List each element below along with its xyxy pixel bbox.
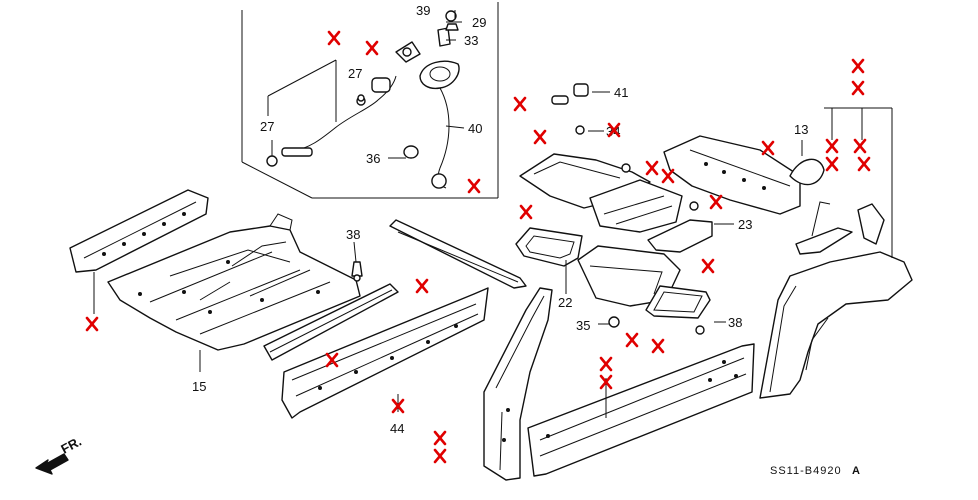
callout-36: 36 (366, 151, 380, 166)
callout-39: 39 (416, 3, 430, 18)
callout-44: 44 (390, 421, 404, 436)
x-mark (599, 374, 613, 390)
x-mark (433, 430, 447, 446)
rocker-panel-right (527, 343, 755, 477)
x-mark (415, 278, 429, 294)
roof-rail (389, 219, 527, 289)
x-mark (599, 356, 613, 372)
x-mark (651, 338, 665, 354)
x-mark (327, 30, 341, 46)
callout-35: 35 (576, 318, 590, 333)
center-pillar (483, 287, 553, 481)
x-mark (467, 178, 481, 194)
x-mark (645, 160, 659, 176)
spare-tire-well (577, 245, 681, 307)
rear-bracket (647, 219, 713, 253)
x-mark (365, 40, 379, 56)
front-direction-arrow: FR. (35, 434, 84, 475)
x-mark (709, 194, 723, 210)
inner-sill (263, 283, 399, 361)
rear-floor-pan (589, 179, 683, 233)
x-mark (533, 129, 547, 145)
callout-40: 40 (468, 121, 482, 136)
x-mark (761, 140, 775, 156)
x-mark (851, 58, 865, 74)
x-mark (661, 168, 675, 184)
fuel-filler-door (403, 60, 460, 189)
spare-tire-well-ring (645, 285, 711, 319)
redaction-marks (85, 30, 871, 464)
quarter-bracket-b (857, 203, 885, 245)
quarter-bracket-a (795, 201, 853, 255)
rear-panel-upper (663, 135, 801, 215)
side-sill-left (69, 189, 209, 273)
callout-33: 33 (464, 33, 478, 48)
fuel-lid-opener (395, 10, 459, 63)
diagram-code: SS11-B4920 (770, 465, 842, 477)
x-mark (857, 156, 871, 172)
callout-27-upper: 27 (348, 66, 362, 81)
callout-15: 15 (192, 379, 206, 394)
x-mark (853, 138, 867, 154)
x-mark (519, 204, 533, 220)
rear-quarter-panel (759, 251, 913, 399)
x-mark (325, 352, 339, 368)
front-floor (107, 213, 361, 351)
x-mark (391, 398, 405, 414)
x-mark (513, 96, 527, 112)
x-mark (607, 122, 621, 138)
callout-22: 22 (558, 295, 572, 310)
diagram-code-suffix: A (852, 465, 861, 477)
callout-13: 13 (794, 122, 808, 137)
callouts: 39 29 33 27 27 36 40 41 34 13 23 38 22 3… (192, 3, 808, 436)
fasteners (351, 83, 705, 335)
spare-tire-well-frame (515, 227, 583, 267)
rocker-panel-left (281, 287, 489, 419)
x-mark (433, 448, 447, 464)
front-label: FR. (58, 434, 84, 457)
callout-23: 23 (738, 217, 752, 232)
callout-38-left: 38 (346, 227, 360, 242)
inset-border (241, 2, 499, 199)
x-mark (825, 138, 839, 154)
callout-41: 41 (614, 85, 628, 100)
x-mark (625, 332, 639, 348)
leader-lines (93, 10, 893, 418)
callout-29: 29 (472, 15, 486, 30)
x-mark (825, 156, 839, 172)
quarter-cap (789, 158, 825, 186)
x-mark (701, 258, 715, 274)
callout-27-lower: 27 (260, 119, 274, 134)
callout-38-right: 38 (728, 315, 742, 330)
fuel-filler-cable (266, 60, 397, 167)
x-mark (85, 316, 99, 332)
x-mark (851, 80, 865, 96)
